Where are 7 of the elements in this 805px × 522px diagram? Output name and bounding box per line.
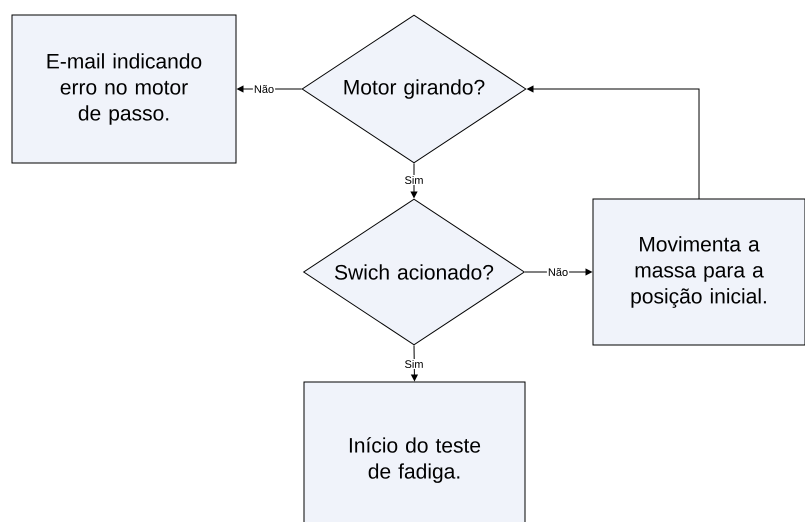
process-box: E-mail indicando erro no motor de passo. [12, 14, 236, 164]
edge-label: Sim [404, 358, 424, 370]
process-box: Movimenta a massa para a posição inicial. [592, 198, 805, 346]
edge-label: Não [252, 84, 276, 94]
edge-label: Sim [404, 174, 424, 186]
process-box: Início do teste de fadiga. [304, 382, 526, 522]
edge-label: Não [546, 267, 570, 277]
